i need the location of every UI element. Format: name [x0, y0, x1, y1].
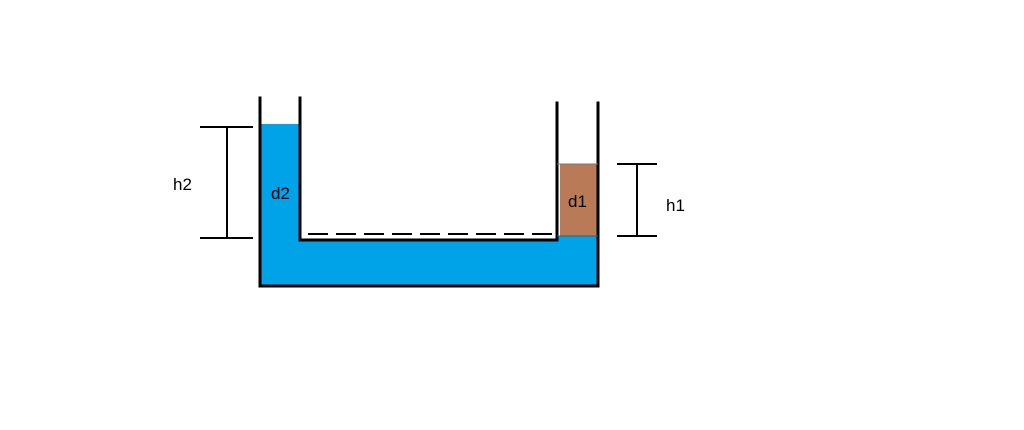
label-h2: h2 — [173, 175, 192, 194]
label-d2: d2 — [271, 184, 290, 203]
liquid-d1-region — [560, 164, 597, 236]
h2-dimension-marker — [200, 126, 253, 239]
label-h1: h1 — [666, 196, 685, 215]
liquid-d2-region — [260, 124, 597, 286]
h1-dimension-marker — [617, 163, 657, 237]
tube-walls — [258, 96, 600, 288]
label-d1: d1 — [568, 192, 587, 211]
